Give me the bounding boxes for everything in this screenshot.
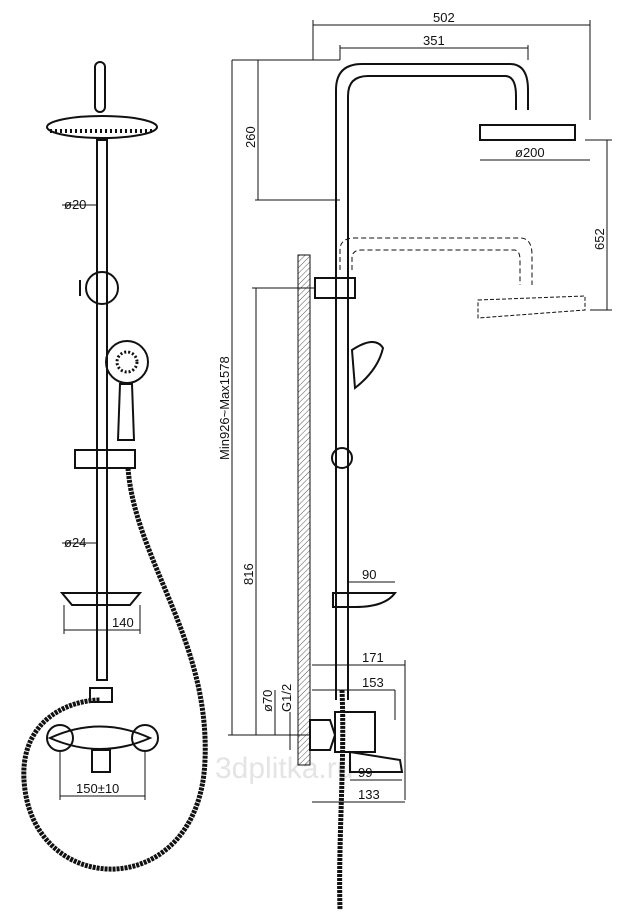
dim-thread: G1/2 [279,684,294,712]
side-shower-head [479,124,576,141]
dim-mixer-spacing: 150±10 [76,781,119,796]
dim-pipe-diameter-top: ø20 [64,197,86,212]
dim-shelf-width: 140 [112,615,134,630]
dim-head-diameter: ø200 [515,145,545,160]
dim-head-adjust: 652 [592,228,607,250]
wall [297,254,311,766]
dim-mixer-depth-outer: 171 [362,650,384,665]
hand-shower-handle [116,383,136,441]
side-spout [349,750,404,773]
dim-mixer-depth-inner: 153 [362,675,384,690]
slide-holder [74,449,136,469]
spout [91,749,111,773]
side-hand-shower [350,341,385,390]
side-soap-shelf [332,592,397,608]
dim-spout-length: 99 [358,765,372,780]
shower-arm [335,63,529,700]
dim-height-range: Min926~Max1578 [217,356,232,460]
soap-shelf [59,592,143,606]
lowered-shower-head [477,295,586,319]
dim-shelf-depth: 90 [362,567,376,582]
riser-pipe [96,139,108,681]
dim-mount-height: 816 [241,563,256,585]
side-mixer-flange [309,719,337,751]
shower-hose [21,467,208,872]
dim-arm-height: 260 [243,126,258,148]
hand-shower-head [105,340,149,384]
side-slide-holder [331,447,353,469]
dim-total-width: 502 [433,10,455,25]
side-view: 502 351 260 ø200 652 Min926~Max1578 816 … [217,10,612,911]
wall-bracket [85,271,119,305]
top-pipe-cap [94,61,106,113]
left-handle [46,724,74,752]
front-view: ø20 ø24 140 150±10 [21,61,208,872]
dim-pipe-diameter-bottom: ø24 [64,535,86,550]
dim-spout-reach: 133 [358,787,380,802]
right-handle [131,724,159,752]
mixer-body [47,725,153,750]
watermark: 3dplitka.ru [215,752,353,785]
overhead-shower-head [46,115,158,139]
dim-flange-diameter: ø70 [260,690,275,712]
dim-arm-length: 351 [423,33,445,48]
diverter [89,687,113,703]
